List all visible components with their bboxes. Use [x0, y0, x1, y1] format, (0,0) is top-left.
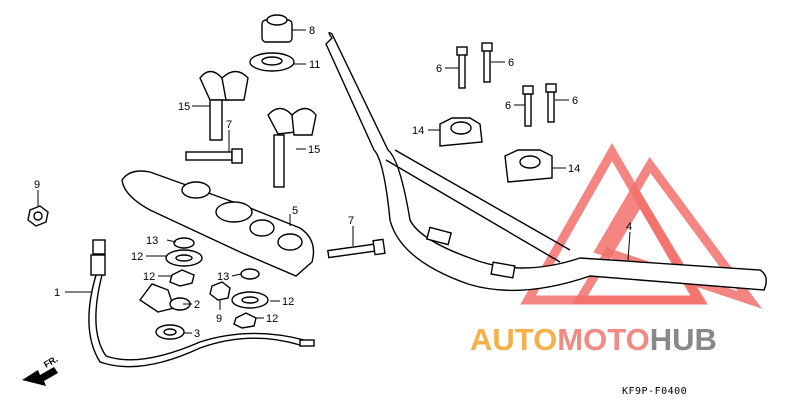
callout-9-left: 9	[34, 179, 40, 191]
bushing	[155, 324, 185, 340]
callout-9-lower: 9	[216, 313, 222, 325]
callout-6b: 6	[508, 57, 514, 69]
leader-lines	[37, 29, 631, 334]
callout-6a: 6	[436, 63, 442, 75]
throttle-cable	[88, 239, 315, 368]
nut-left	[27, 205, 49, 227]
cable-holder	[138, 283, 191, 313]
svg-text:AUTOMOTOHUB: AUTOMOTOHUB	[470, 322, 717, 357]
front-arrow-icon	[22, 367, 58, 386]
callout-4: 4	[626, 221, 632, 233]
clamp-upper	[439, 117, 483, 147]
callout-8: 8	[309, 25, 315, 37]
nut-lower	[209, 281, 231, 301]
callout-13-right: 13	[217, 271, 229, 283]
callout-6d: 6	[572, 95, 578, 107]
watermark-text: AUTOMOTOHUB	[470, 322, 717, 357]
callout-1: 1	[54, 287, 60, 299]
callouts: 8 11 15 15 7 5 7 13 12 12 13 12 12 2 3 1…	[34, 25, 632, 340]
callout-7-left: 7	[226, 119, 232, 131]
callout-3: 3	[194, 328, 200, 340]
washer-stack-left	[165, 237, 203, 287]
callout-15-left: 15	[178, 101, 190, 113]
callout-12-right: 12	[266, 313, 278, 325]
callout-5: 5	[292, 205, 298, 217]
top-nut	[261, 14, 293, 43]
riser-right	[267, 107, 317, 188]
top-bridge	[121, 170, 315, 277]
riser-left	[199, 70, 249, 141]
front-arrow-label: FR.	[42, 354, 60, 370]
callout-11-left: 12	[131, 251, 143, 263]
callout-6c: 6	[505, 100, 511, 112]
callout-15-right: 15	[308, 144, 320, 156]
callout-13-left: 13	[146, 235, 158, 247]
callout-10: 11	[309, 59, 320, 71]
diagram-code: KF9P-F0400	[622, 386, 687, 397]
bolt-right	[327, 238, 386, 259]
handlebar	[325, 31, 767, 292]
bolts-6	[456, 42, 557, 127]
washer	[249, 52, 295, 72]
callout-14-lower: 14	[568, 163, 580, 175]
clamp-lower	[504, 149, 553, 183]
callout-11-right: 12	[282, 296, 294, 308]
bolt-left	[185, 148, 243, 164]
callout-14-upper: 14	[412, 125, 424, 137]
washer-stack-right	[231, 268, 269, 329]
callout-2: 2	[194, 299, 200, 311]
callout-12-left: 12	[143, 271, 155, 283]
callout-7-right: 7	[348, 215, 354, 227]
